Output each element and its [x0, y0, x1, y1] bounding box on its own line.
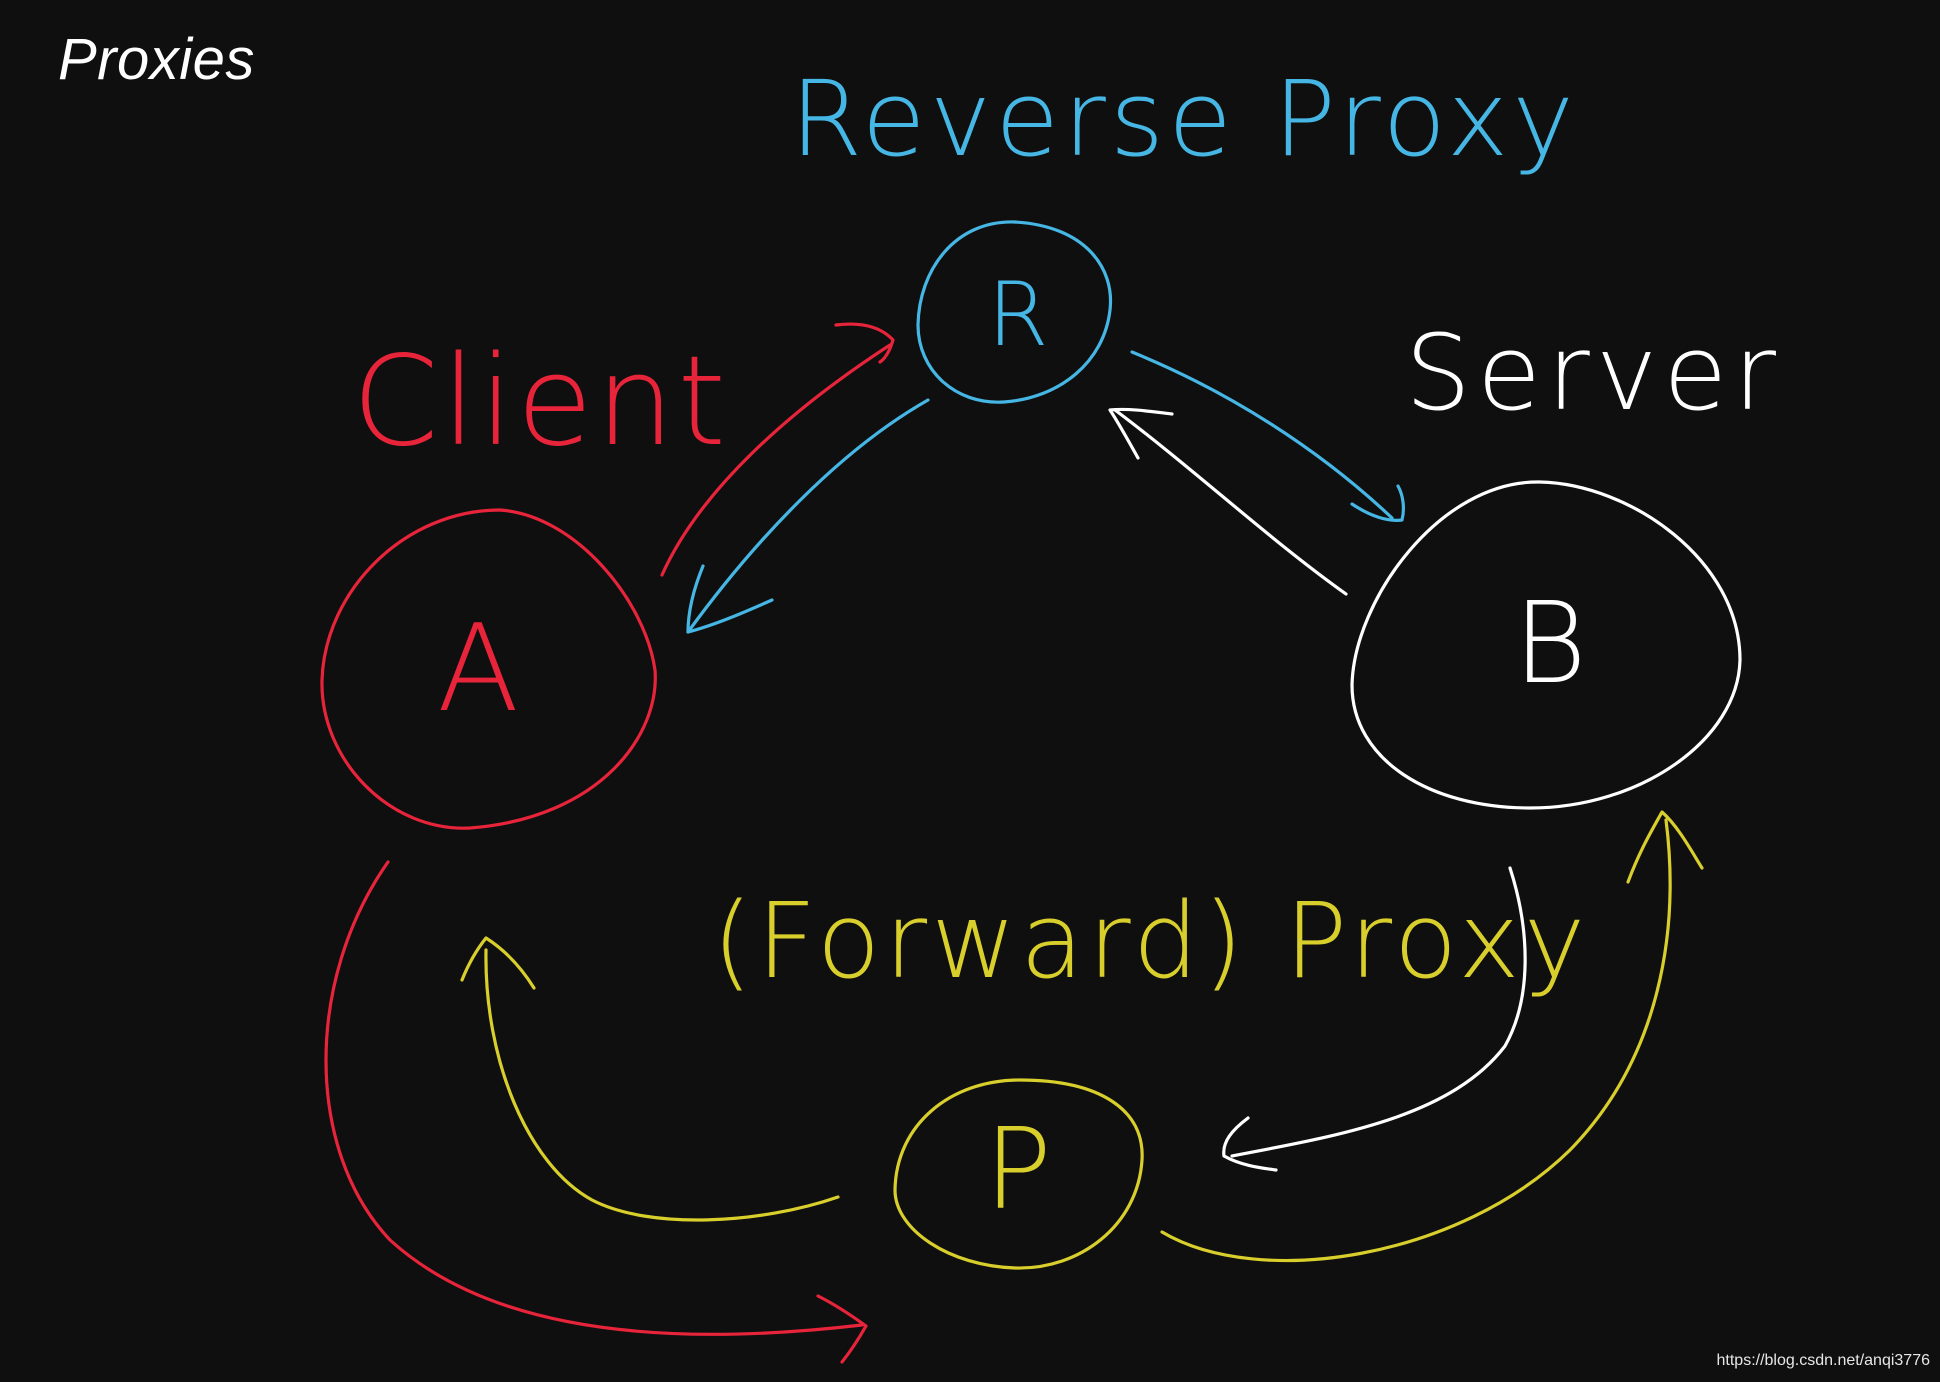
reverse-to-server-arrow	[1130, 350, 1394, 520]
reverse-proxy-node-label: R	[987, 263, 1048, 366]
client-to-forward-arrowhead	[816, 1294, 868, 1364]
page-title: Proxies	[58, 27, 255, 92]
client-node-label: A	[437, 600, 519, 739]
watermark: https://blog.csdn.net/anqi3776	[1716, 1352, 1931, 1369]
forward-to-server-arrow	[1160, 818, 1672, 1263]
server-label: Server	[1405, 312, 1783, 434]
forward-proxy-label: (Forward) Proxy	[712, 880, 1590, 1002]
forward-to-server-arrowhead	[1626, 810, 1704, 884]
reverse-to-client-arrow	[686, 398, 930, 634]
client-node	[320, 508, 657, 830]
client-to-forward-arrow	[324, 860, 864, 1336]
server-to-forward-arrow	[1230, 866, 1527, 1158]
client-to-reverse-arrowhead	[834, 322, 895, 364]
reverse-proxy-node	[916, 220, 1113, 404]
server-to-forward-arrowhead	[1222, 1116, 1278, 1172]
forward-proxy-node-label: P	[984, 1105, 1052, 1235]
forward-to-client-arrow	[484, 948, 840, 1222]
server-to-reverse-arrow	[1113, 408, 1348, 596]
reverse-proxy-label: Reverse Proxy	[790, 58, 1578, 180]
reverse-to-server-arrowhead	[1350, 484, 1405, 522]
client-to-reverse-arrow	[660, 343, 892, 577]
forward-proxy-node	[893, 1078, 1144, 1270]
server-to-reverse-arrowhead	[1108, 407, 1174, 460]
reverse-to-client-arrowhead	[686, 564, 774, 634]
server-node	[1350, 480, 1742, 810]
server-node-label: B	[1513, 579, 1586, 709]
forward-to-client-arrowhead	[460, 936, 536, 990]
client-label: Client	[352, 330, 729, 474]
